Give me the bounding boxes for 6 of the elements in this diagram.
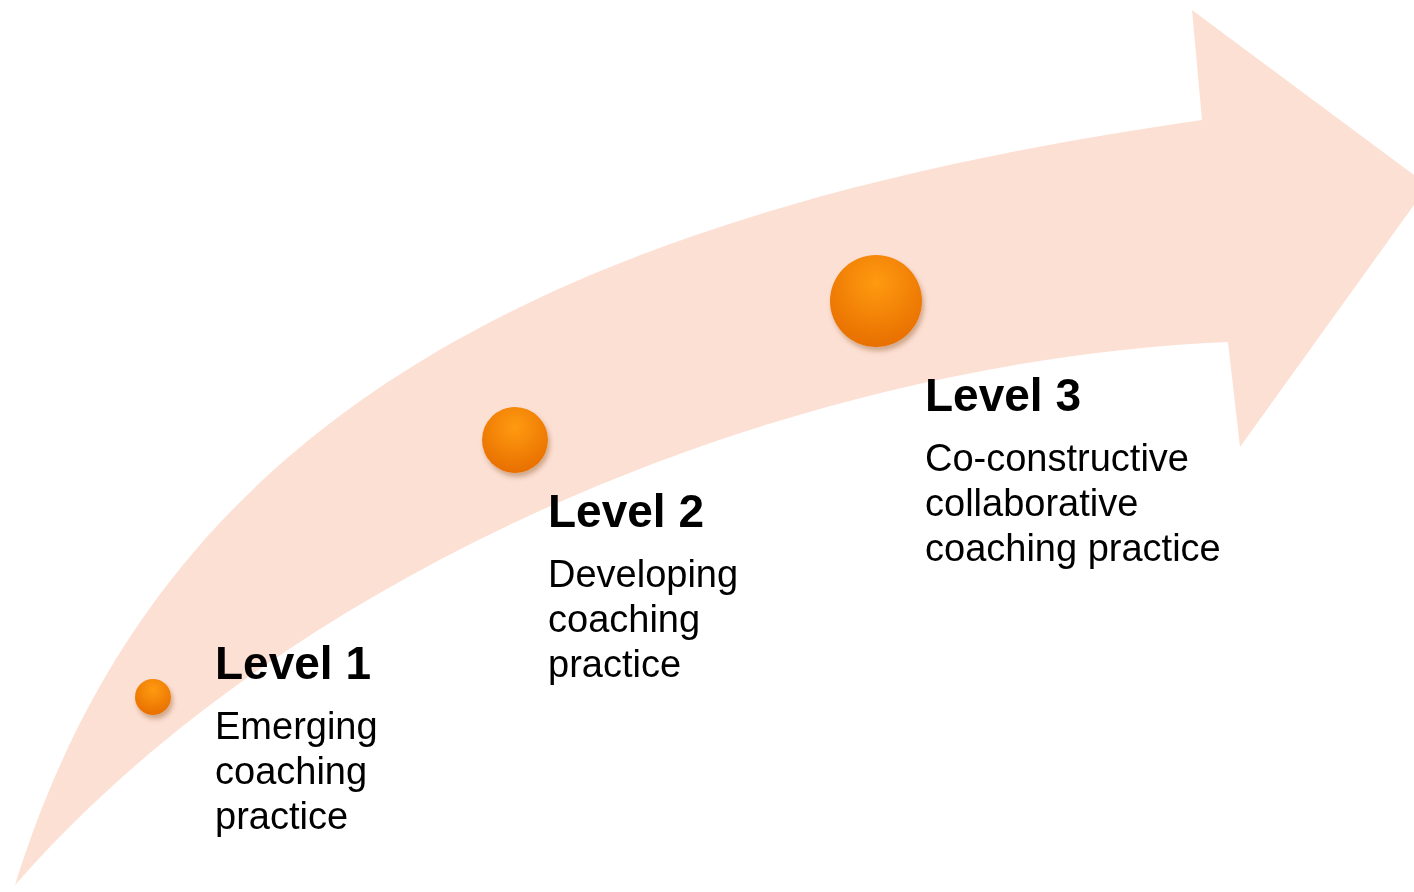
level-description: Emerging coaching practice (215, 704, 379, 839)
level-description: Co-constructive collaborative coaching practice (925, 436, 1222, 571)
level-description: Developing coaching practice (548, 552, 740, 687)
level-heading: Level 2 (548, 486, 704, 537)
level-heading: Level 3 (925, 370, 1081, 421)
level-heading: Level 1 (215, 638, 371, 689)
